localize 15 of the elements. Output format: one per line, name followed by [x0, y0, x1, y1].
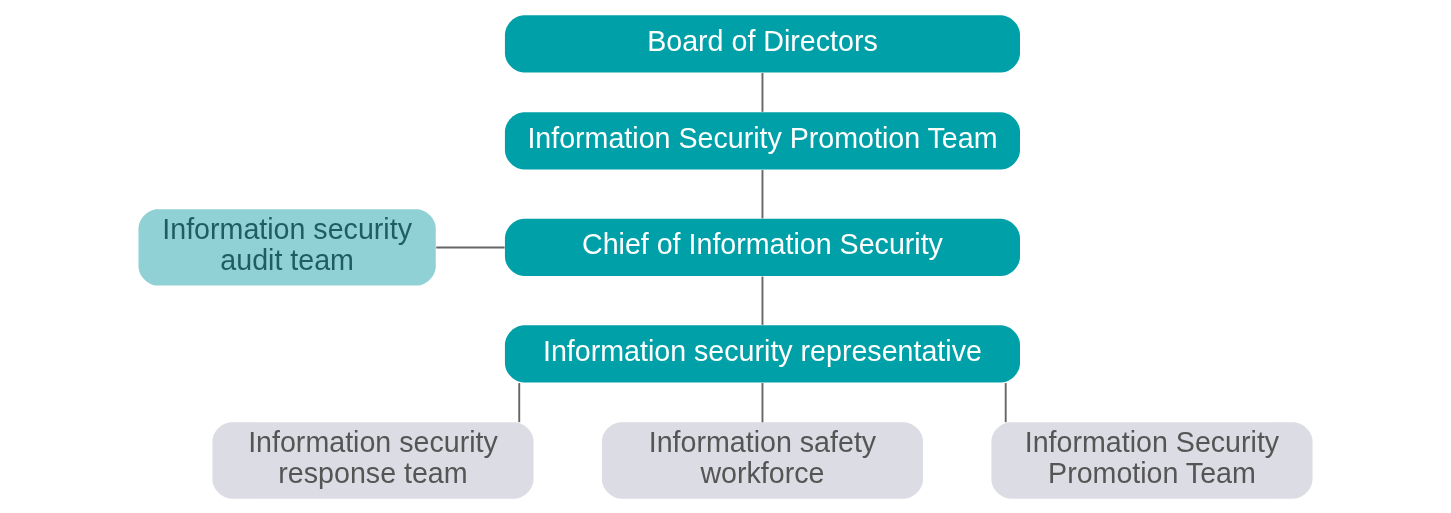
connector: [1004, 381, 1007, 423]
connector: [435, 246, 506, 248]
node-box: Information security response team: [212, 421, 534, 499]
connector: [761, 168, 764, 219]
node-box: Information Security Promotion Team: [504, 111, 1020, 170]
connector: [761, 275, 764, 326]
connector: [761, 71, 764, 113]
node-box: Board of Directors: [504, 14, 1020, 73]
node-box: Information safety workforce: [601, 421, 924, 499]
node-box: Chief of Information Security: [504, 218, 1020, 276]
node-box: Information Security Promotion Team: [991, 421, 1313, 499]
node-box: Information security audit team: [138, 208, 436, 286]
connector: [518, 381, 521, 423]
node-box: Information security representative: [504, 324, 1020, 383]
connector: [761, 381, 764, 423]
